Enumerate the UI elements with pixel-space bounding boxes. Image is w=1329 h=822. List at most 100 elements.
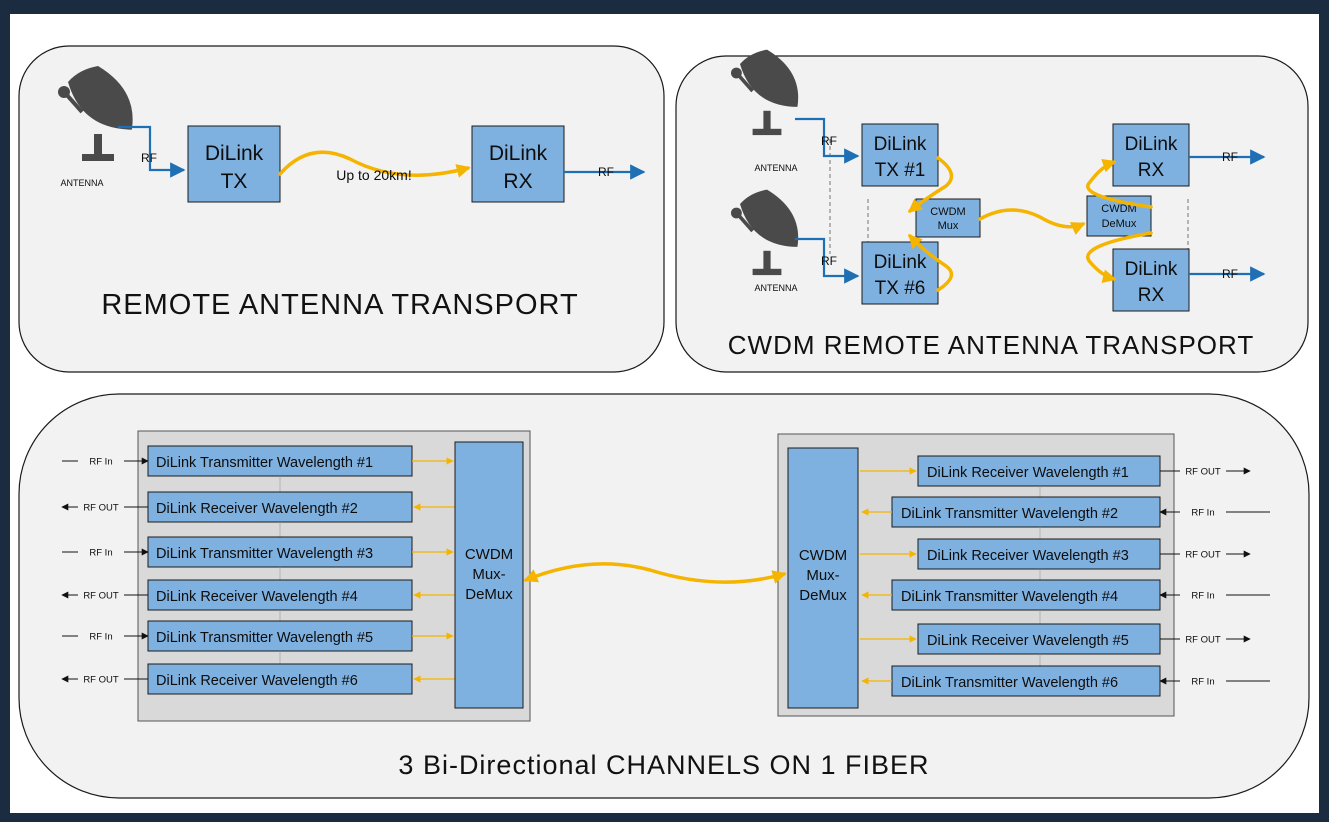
dilink-tx-line1: DiLink xyxy=(205,142,264,165)
cwdm-mux-block xyxy=(915,198,981,238)
rf-output-top-label: RF xyxy=(1222,150,1238,164)
port-label: RF OUT xyxy=(83,503,119,514)
port-label-bg xyxy=(1180,588,1226,602)
diagram-canvas: ANTENNA RF DiLink TX Up to 20km! DiLink … xyxy=(10,14,1319,813)
right-row-label: DiLink Transmitter Wavelength #4 xyxy=(901,589,1118,605)
dilink-tx-block xyxy=(187,125,281,203)
dilink-tx6-line2: TX #6 xyxy=(875,278,926,299)
dilink-tx1-block xyxy=(861,123,939,187)
bidirectional-fiber-link xyxy=(523,562,787,584)
dilink-tx1-line1: DiLink xyxy=(874,134,927,155)
fiber-demux-to-rx-top xyxy=(1086,158,1153,209)
rf-label-bottom: RF xyxy=(821,254,837,268)
diagram-svg: ANTENNA RF DiLink TX Up to 20km! DiLink … xyxy=(18,40,1310,799)
port-label-bg xyxy=(1180,547,1226,561)
right-row-5: DiLink Receiver Wavelength #5 RF OUT xyxy=(860,623,1251,666)
port-label: RF In xyxy=(89,548,112,559)
left-rows: DiLink Transmitter Wavelength #1RF InDiL… xyxy=(61,445,455,695)
cwdm-mux-line1: CWDM xyxy=(930,206,965,218)
dilink-rx-bottom-block xyxy=(1112,248,1190,312)
left-row-6: DiLink Receiver Wavelength #6RF OUT xyxy=(61,663,455,695)
left-row-label: DiLink Transmitter Wavelength #3 xyxy=(156,546,373,562)
panel-remote-antenna-transport: ANTENNA RF DiLink TX Up to 20km! DiLink … xyxy=(18,45,665,373)
cwdm-mux-line2: Mux xyxy=(938,220,959,232)
fiber-tx6-to-mux xyxy=(908,233,954,292)
fiber-mux-to-demux xyxy=(978,208,1086,235)
fiber-distance-label: Up to 20km! xyxy=(336,167,411,183)
right-row-block xyxy=(917,455,1161,487)
rf-line-bottom xyxy=(795,237,860,284)
port-label: RF OUT xyxy=(83,591,119,602)
dilink-rx-bottom-line1: DiLink xyxy=(1125,259,1178,280)
left-row-1: DiLink Transmitter Wavelength #1RF In xyxy=(62,445,454,492)
dilink-rx-top-line2: RX xyxy=(1138,160,1165,181)
left-mux-line3: DeMux xyxy=(465,586,513,603)
left-mux-line1: CWDM xyxy=(465,546,513,563)
left-cwdm-muxdemux-block xyxy=(454,441,524,709)
panel-bidirectional: DiLink Transmitter Wavelength #1RF InDiL… xyxy=(18,393,1310,799)
dilink-rx-block xyxy=(471,125,565,203)
dilink-rx-bottom-line2: RX xyxy=(1138,285,1165,306)
right-row-block xyxy=(891,665,1161,697)
right-row-block xyxy=(917,623,1161,655)
port-label: RF In xyxy=(1191,508,1214,519)
right-row-label: DiLink Receiver Wavelength #5 xyxy=(927,633,1129,649)
left-row-block xyxy=(147,620,413,652)
port-label-bg xyxy=(78,629,124,643)
dilink-tx6-line1: DiLink xyxy=(874,252,927,273)
rf-label-top: RF xyxy=(821,134,837,148)
left-row-label: DiLink Receiver Wavelength #4 xyxy=(156,589,358,605)
port-label-bg xyxy=(78,454,124,468)
cwdm-demux-line2: DeMux xyxy=(1102,218,1137,230)
panel-cwdm-remote-antenna-transport: ANTENNA ANTENNA RF RF DiLink TX #1 DiLin… xyxy=(675,40,1309,373)
dilink-tx1-line2: TX #1 xyxy=(875,160,926,181)
rf-output-bottom-label: RF xyxy=(1222,267,1238,281)
left-row-2: DiLink Receiver Wavelength #2 RF OUT xyxy=(61,491,455,537)
fiber-link-curve xyxy=(278,150,471,178)
right-mux-line2: Mux- xyxy=(806,567,839,584)
port-label: RF In xyxy=(89,632,112,643)
antenna-label: ANTENNA xyxy=(60,178,103,188)
left-row-block xyxy=(147,445,413,477)
right-mux-line3: DeMux xyxy=(799,587,847,604)
right-row-2: DiLink Transmitter Wavelength #2 RF In xyxy=(861,496,1270,539)
antenna-bottom-label: ANTENNA xyxy=(754,283,797,293)
panel-remote-title: REMOTE ANTENNA TRANSPORT xyxy=(101,289,578,321)
port-label-bg xyxy=(1180,464,1226,478)
panel-bidir-title: 3 Bi-Directional CHANNELS ON 1 FIBER xyxy=(398,750,929,780)
port-label-bg xyxy=(1180,505,1226,519)
port-label: RF OUT xyxy=(1185,550,1221,561)
left-row-label: DiLink Receiver Wavelength #2 xyxy=(156,501,358,517)
rf-line-top xyxy=(795,117,860,164)
left-row-label: DiLink Transmitter Wavelength #5 xyxy=(156,630,373,646)
port-label-bg xyxy=(1180,632,1226,646)
dilink-rx-top-line1: DiLink xyxy=(1125,134,1178,155)
rf-output-label: RF xyxy=(598,165,614,179)
port-label: RF OUT xyxy=(1185,467,1221,478)
fiber-tx1-to-mux xyxy=(907,156,954,213)
left-mux-line2: Mux- xyxy=(472,566,505,583)
fiber-demux-to-rx-bottom xyxy=(1086,231,1153,284)
port-label: RF OUT xyxy=(1185,635,1221,646)
antenna-top-label: ANTENNA xyxy=(754,163,797,173)
left-row-label: DiLink Receiver Wavelength #6 xyxy=(156,673,358,689)
left-row-label: DiLink Transmitter Wavelength #1 xyxy=(156,455,373,471)
dilink-rx-top-block xyxy=(1112,123,1190,187)
port-label-bg xyxy=(1180,674,1226,688)
right-row-label: DiLink Transmitter Wavelength #2 xyxy=(901,506,1118,522)
left-row-3: DiLink Transmitter Wavelength #3 RF In xyxy=(62,536,454,580)
left-row-5: DiLink Transmitter Wavelength #5 RF In xyxy=(62,620,454,664)
port-label-bg xyxy=(78,500,124,514)
port-label-bg xyxy=(78,588,124,602)
right-row-label: DiLink Transmitter Wavelength #6 xyxy=(901,675,1118,691)
port-label-bg xyxy=(78,672,124,686)
dilink-rx-line1: DiLink xyxy=(489,142,548,165)
rf-input-label: RF xyxy=(141,151,157,165)
dilink-rx-line2: RX xyxy=(503,170,532,193)
rf-input-line xyxy=(118,125,186,178)
